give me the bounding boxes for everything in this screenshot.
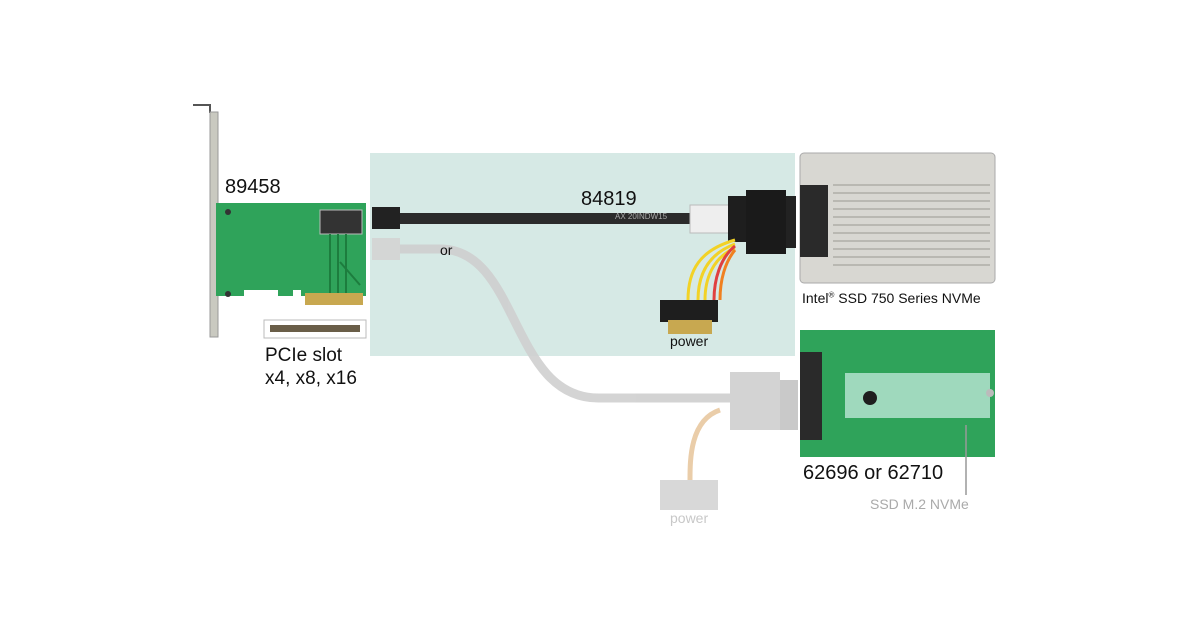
power-label: power	[670, 333, 709, 349]
intel-ssd-750	[799, 152, 996, 284]
cable-84819	[372, 190, 796, 334]
slot-label-line1: PCIe slot	[265, 345, 343, 366]
ssd-name-label: Intel® SSD 750 Series NVMe	[802, 290, 981, 306]
ssd-name-suffix: SSD 750 Series NVMe	[834, 290, 981, 306]
or-label: or	[440, 242, 453, 258]
card-id-label: 89458	[225, 176, 281, 198]
adapter-ids-label: 62696 or 62710	[803, 462, 944, 484]
cable-id-label: 84819	[581, 188, 637, 210]
m2-adapter-board	[800, 330, 995, 457]
ssd-name-prefix: Intel	[802, 290, 829, 306]
slot-label-line2: x4, x8, x16	[265, 368, 357, 389]
m2-ssd-label: SSD M.2 NVMe	[870, 496, 969, 512]
cable-print-label: AX 20INDW15	[615, 212, 668, 221]
power-faded-label: power	[670, 510, 709, 526]
pcie-slot	[263, 319, 367, 339]
faded-cable-path	[372, 238, 798, 510]
pcie-card-89458	[193, 104, 366, 338]
registered-mark: ®	[828, 290, 835, 300]
